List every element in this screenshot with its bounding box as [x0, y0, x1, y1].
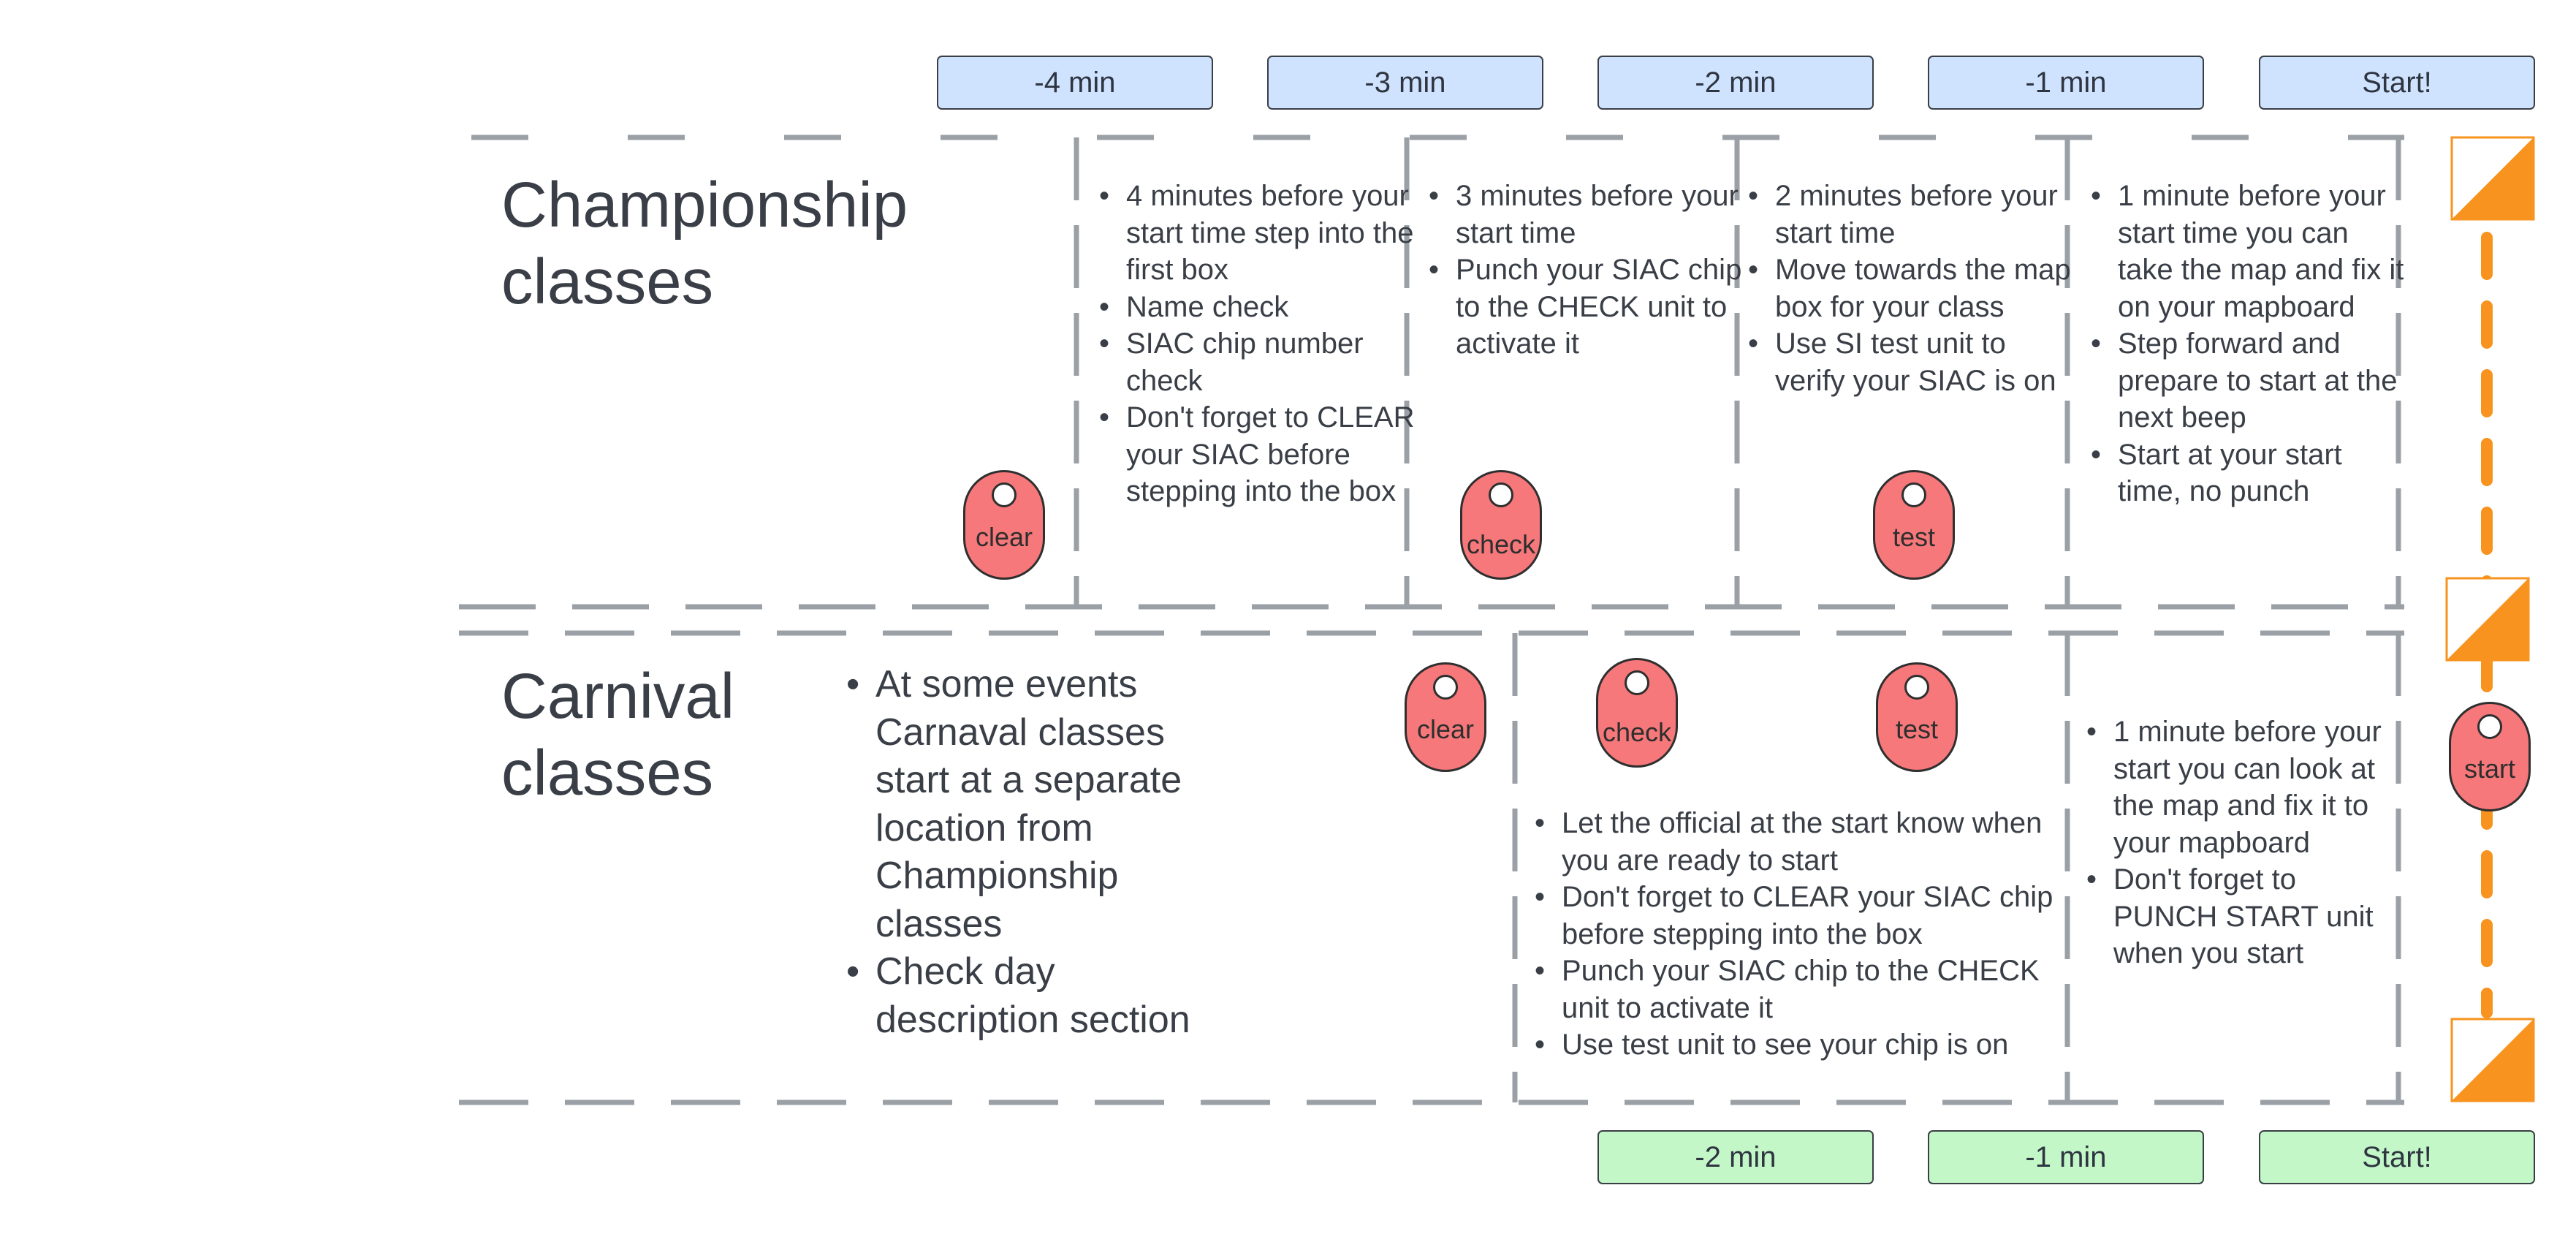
carnival-timeline-start: Start!	[2259, 1130, 2535, 1184]
start-unit: start	[2449, 702, 2531, 811]
check-unit-label: check	[1466, 529, 1536, 559]
carnival-note-list: At some events Carnaval classes start at…	[846, 661, 1241, 1044]
check-unit: check	[1460, 470, 1542, 580]
list-item: Check day description section	[846, 948, 1241, 1044]
list-item: Don't forget to CLEAR your SIAC before s…	[1099, 399, 1433, 510]
orienteering-flag-icon	[2450, 1018, 2535, 1102]
championship-title-line-1: Championship	[501, 170, 908, 241]
clear-unit-label: clear	[975, 522, 1033, 552]
championship-title: Championship classes	[501, 167, 908, 320]
championship-box-minus-2-list: 2 minutes before your start time Move to…	[1748, 178, 2075, 399]
timeline-start: Start!	[2259, 56, 2535, 110]
si-unit-hole-icon	[1433, 675, 1458, 700]
list-item: Punch your SIAC chip to the CHECK unit t…	[1535, 953, 2088, 1026]
championship-title-line-2: classes	[501, 246, 714, 317]
championship-box-minus-3-list: 3 minutes before your start time Punch y…	[1429, 178, 1763, 363]
carnival-title-line-1: Carnival	[501, 661, 735, 732]
carnival-timeline-minus-1-min: -1 min	[1928, 1130, 2204, 1184]
timeline-minus-2-min: -2 min	[1597, 56, 1874, 110]
carnival-title-line-2: classes	[501, 738, 714, 809]
start-unit-label: start	[2463, 754, 2515, 784]
list-item: Use test unit to see your chip is on	[1535, 1026, 2088, 1064]
list-item: Step forward and prepare to start at the…	[2091, 325, 2406, 436]
carnival-box-minus-2-list: Let the official at the start know when …	[1535, 805, 2088, 1064]
list-item: Use SI test unit to verify your SIAC is …	[1748, 325, 2075, 399]
test-unit-label: test	[1892, 522, 1936, 552]
list-item: SIAC chip number check	[1099, 325, 1433, 399]
orienteering-flag-icon	[2445, 577, 2530, 662]
si-unit-hole-icon	[1489, 482, 1513, 507]
si-unit-hole-icon	[2477, 714, 2502, 739]
list-item: 3 minutes before your start time	[1429, 178, 1763, 251]
list-item: 1 minute before your start you can look …	[2086, 713, 2406, 861]
carnival-check-unit: check	[1596, 658, 1678, 768]
list-item: Let the official at the start know when …	[1535, 805, 2088, 879]
list-item: Don't forget to PUNCH START unit when yo…	[2086, 861, 2406, 972]
list-item: Punch your SIAC chip to the CHECK unit t…	[1429, 251, 1763, 363]
si-unit-hole-icon	[1625, 670, 1649, 695]
list-item: Don't forget to CLEAR your SIAC chip bef…	[1535, 879, 2088, 953]
timeline-minus-3-min: -3 min	[1267, 56, 1543, 110]
championship-box-minus-1-list: 1 minute before your start time you can …	[2091, 178, 2406, 510]
list-item: At some events Carnaval classes start at…	[846, 661, 1241, 948]
list-item: Start at your start time, no punch	[2091, 436, 2406, 510]
carnival-clear-unit: clear	[1405, 662, 1486, 772]
list-item: 2 minutes before your start time	[1748, 178, 2075, 251]
carnival-timeline-minus-2-min: -2 min	[1597, 1130, 1874, 1184]
championship-box-minus-4-list: 4 minutes before your start time step in…	[1099, 178, 1433, 510]
carnival-test-unit-label: test	[1895, 714, 1939, 744]
carnival-check-unit-label: check	[1602, 717, 1672, 747]
timeline-minus-4-min: -4 min	[937, 56, 1213, 110]
si-unit-hole-icon	[1904, 675, 1929, 700]
carnival-test-unit: test	[1876, 662, 1958, 772]
test-unit: test	[1873, 470, 1955, 580]
carnival-box-minus-1-list: 1 minute before your start you can look …	[2086, 713, 2406, 972]
list-item: Name check	[1099, 289, 1433, 326]
si-unit-hole-icon	[992, 482, 1017, 507]
carnival-title: Carnival classes	[501, 658, 734, 811]
clear-unit: clear	[963, 470, 1045, 580]
timeline-minus-1-min: -1 min	[1928, 56, 2204, 110]
orienteering-flag-icon	[2450, 136, 2535, 221]
carnival-clear-unit-label: clear	[1416, 714, 1475, 744]
si-unit-hole-icon	[1901, 482, 1926, 507]
list-item: 1 minute before your start time you can …	[2091, 178, 2406, 325]
list-item: Move towards the map box for your class	[1748, 251, 2075, 325]
list-item: 4 minutes before your start time step in…	[1099, 178, 1433, 289]
